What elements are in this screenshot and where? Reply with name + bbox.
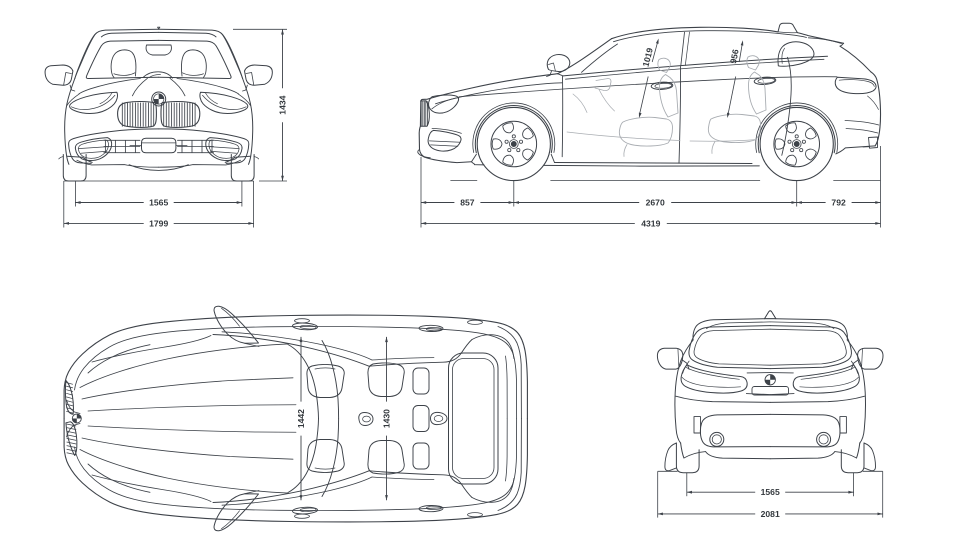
svg-text:1565: 1565 — [149, 198, 168, 208]
svg-text:2670: 2670 — [646, 198, 665, 208]
svg-text:2081: 2081 — [761, 509, 780, 519]
svg-text:1434: 1434 — [278, 95, 288, 114]
svg-text:857: 857 — [460, 198, 475, 208]
svg-text:1799: 1799 — [149, 218, 168, 228]
svg-text:1442: 1442 — [296, 409, 306, 428]
svg-text:1019: 1019 — [641, 47, 655, 68]
svg-text:4319: 4319 — [641, 218, 660, 228]
svg-text:792: 792 — [831, 198, 846, 208]
svg-text:1565: 1565 — [761, 487, 780, 497]
svg-text:956: 956 — [728, 48, 741, 64]
svg-text:1430: 1430 — [382, 409, 392, 428]
